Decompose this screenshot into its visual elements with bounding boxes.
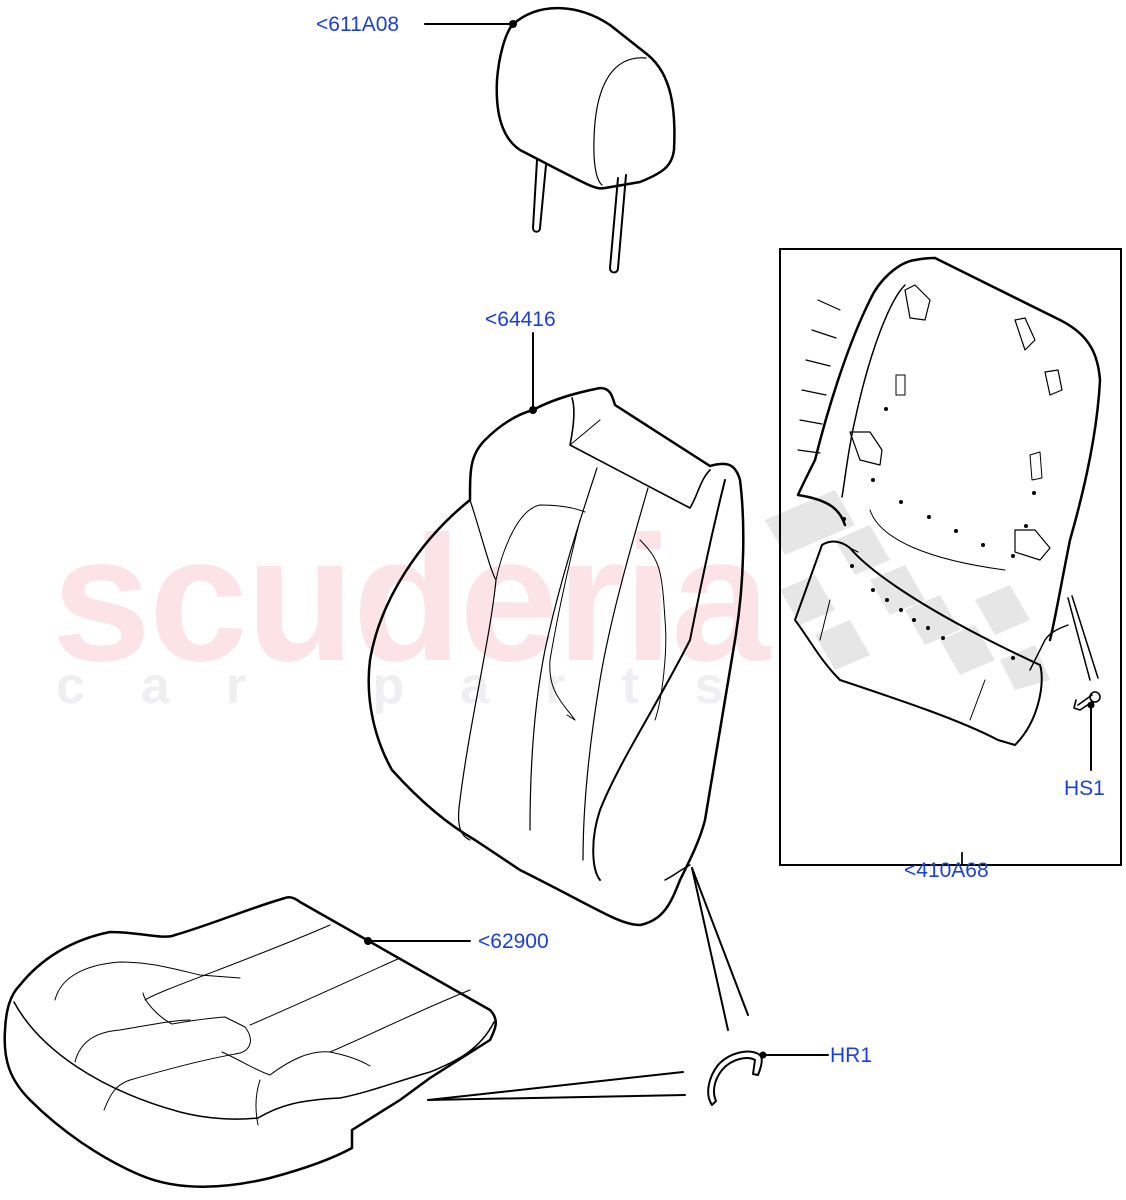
cushion-cover-illustration bbox=[3, 895, 497, 1188]
watermark-subtitle: car parts bbox=[56, 657, 780, 715]
callout-panel-screw[interactable]: HS1 bbox=[1064, 777, 1105, 800]
backrest-panel-box bbox=[779, 248, 1122, 866]
headrest-illustration bbox=[424, 6, 676, 274]
callout-backrest-panel[interactable]: <410A68 bbox=[904, 859, 989, 882]
backrest-panel-illustration bbox=[794, 256, 1102, 771]
callout-hog-ring[interactable]: HR1 bbox=[830, 1044, 873, 1067]
callout-cushion-cover[interactable]: <62900 bbox=[478, 930, 549, 953]
backrest-cover-illustration bbox=[367, 332, 745, 927]
callout-headrest[interactable]: <611A08 bbox=[316, 13, 400, 36]
hog-ring-illustration bbox=[427, 867, 829, 1106]
checker-watermark bbox=[765, 490, 1050, 690]
watermark-brand: scuderia bbox=[52, 499, 770, 698]
callout-backrest-cover[interactable]: <64416 bbox=[485, 308, 556, 331]
